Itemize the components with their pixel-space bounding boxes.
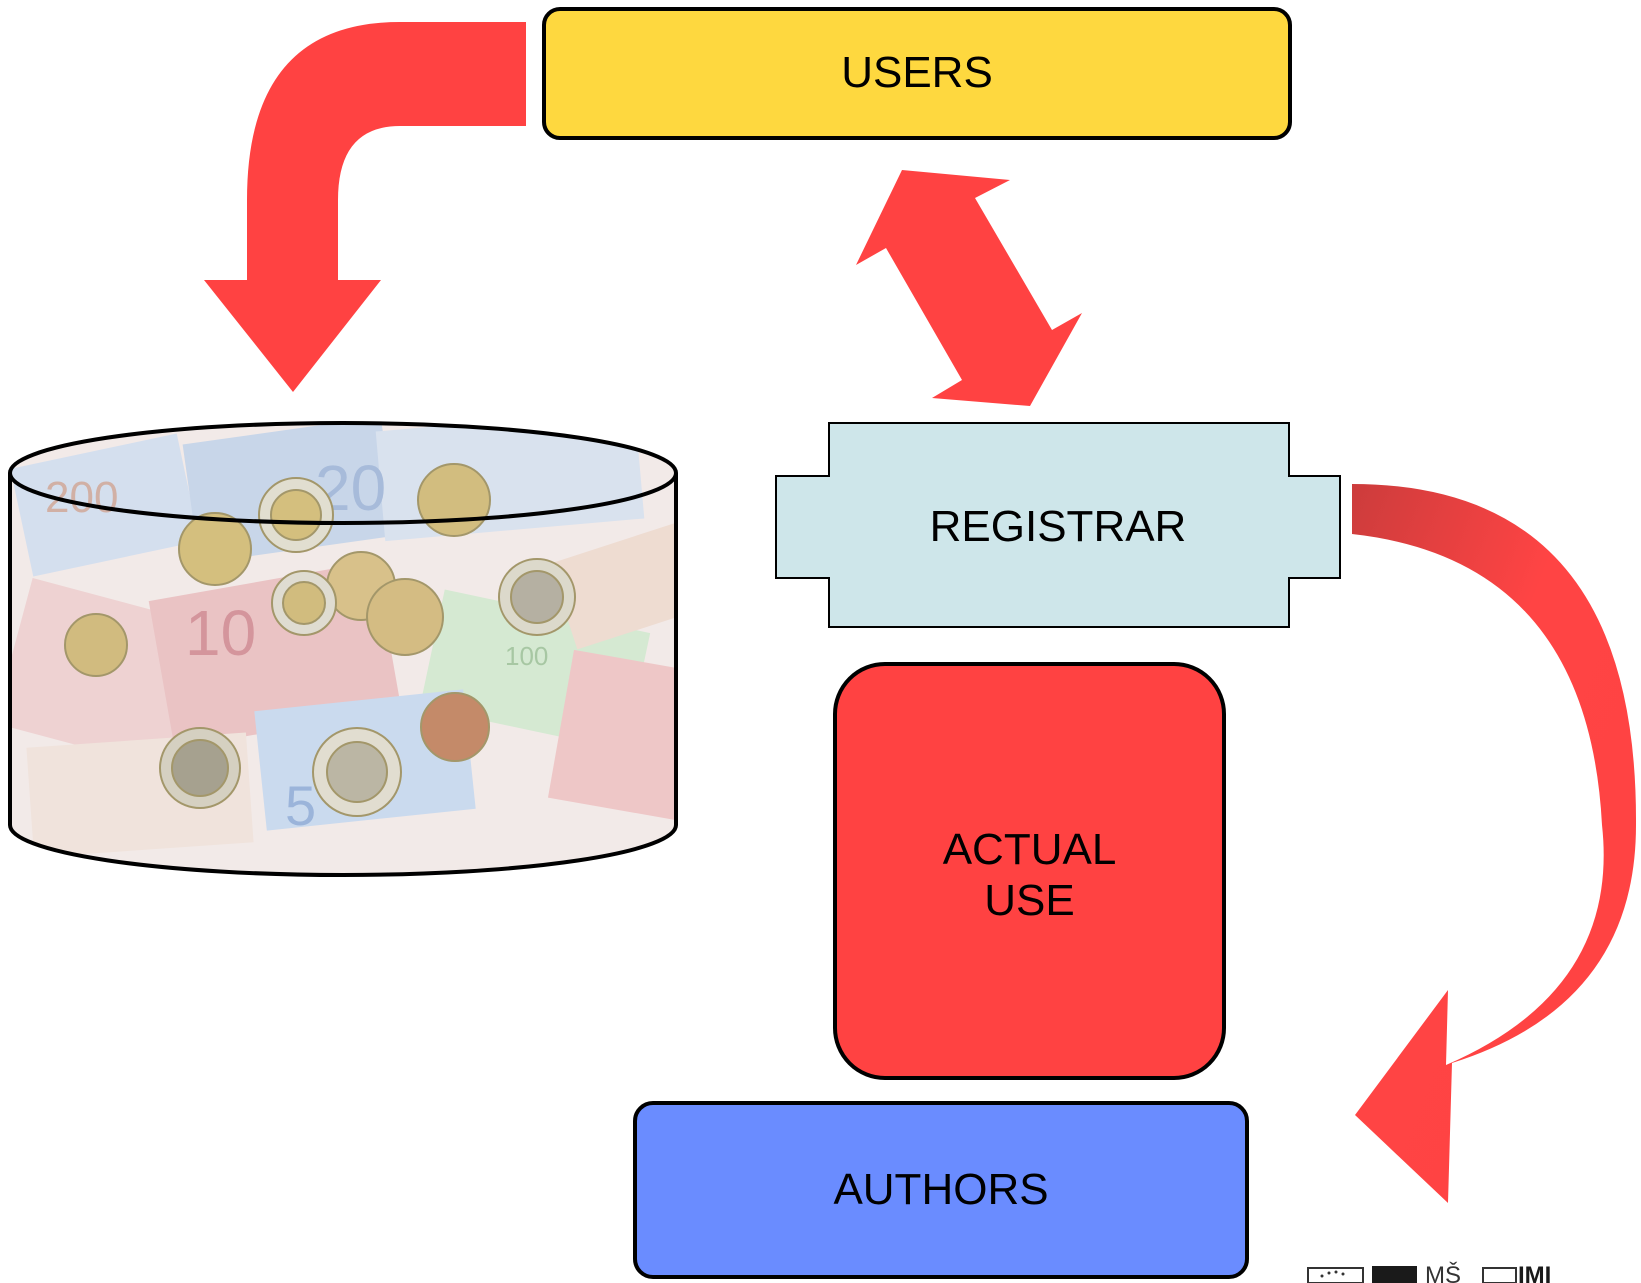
- svg-text:IMI: IMI: [1518, 1262, 1551, 1283]
- authors-label: AUTHORS: [833, 1164, 1049, 1214]
- users-to-fund-arrow: [204, 22, 526, 392]
- imi-logo-icon: IMI: [1482, 1262, 1551, 1283]
- registrar-shape: [775, 422, 1341, 628]
- actual-use-box: ACTUAL USE: [833, 662, 1226, 1080]
- fund-cylinder: 200 20 10 5 100: [8, 421, 678, 877]
- registrar-label: REGISTRAR: [929, 501, 1187, 551]
- registrar-box: REGISTRAR: [776, 466, 1340, 588]
- users-box: USERS: [542, 7, 1292, 140]
- svg-text:5: 5: [285, 774, 316, 837]
- authors-box: AUTHORS: [633, 1101, 1249, 1279]
- actual-use-label: ACTUAL USE: [942, 825, 1117, 925]
- msmt-logo-icon: MŠ: [1425, 1261, 1461, 1283]
- logos: MŠ IMI: [1307, 1261, 1551, 1283]
- esf-logo-icon: [1372, 1266, 1417, 1283]
- eu-logo-icon: [1307, 1267, 1364, 1283]
- registrar-to-authors-arrow: [1352, 484, 1637, 1203]
- users-registrar-double-arrow: [856, 170, 1082, 406]
- svg-text:10: 10: [185, 597, 256, 669]
- svg-text:MŠ: MŠ: [1425, 1261, 1461, 1283]
- svg-text:100: 100: [505, 641, 548, 671]
- users-label: USERS: [841, 48, 993, 98]
- euro-money-icon: 200 20 10 5 100: [10, 423, 676, 875]
